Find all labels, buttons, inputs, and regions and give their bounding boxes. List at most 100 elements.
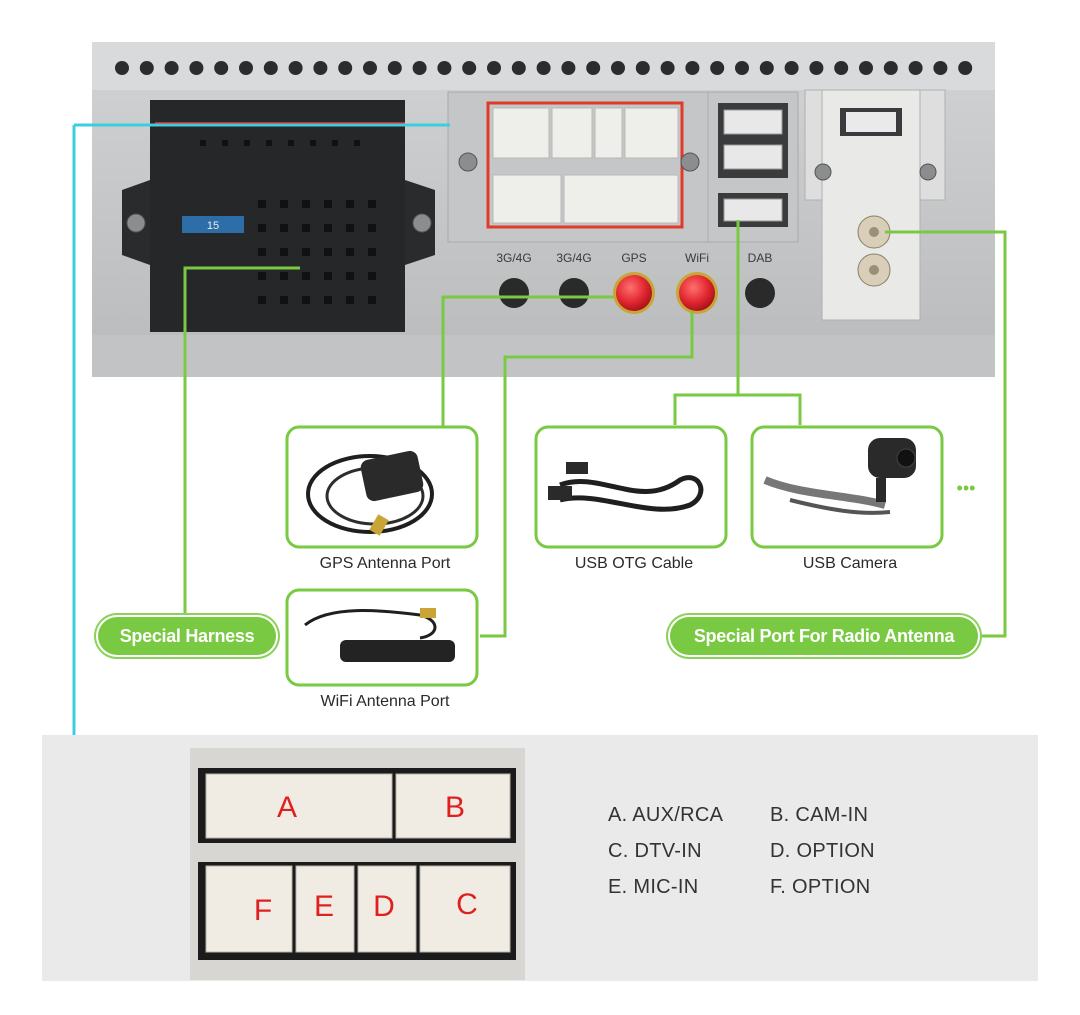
- vent-hole: [660, 61, 675, 75]
- legend-option-f: F. OPTION: [770, 876, 871, 898]
- harness-pin: [346, 200, 354, 208]
- harness-pin: [288, 140, 294, 146]
- vent-hole: [908, 61, 923, 75]
- harness-pin: [324, 224, 332, 232]
- vent-hole: [189, 61, 204, 75]
- harness-connector: 15: [122, 100, 435, 332]
- port-label-3g4g-2: 3G/4G: [556, 251, 591, 265]
- harness-pin: [200, 140, 206, 146]
- port-label-gps: GPS: [621, 251, 646, 265]
- vent-hole: [164, 61, 179, 75]
- connector-letter-b: B: [445, 791, 465, 824]
- usb-camera-caption: USB Camera: [802, 555, 898, 572]
- connector-letter-f: F: [254, 894, 272, 927]
- connector-letter-a: A: [277, 791, 297, 824]
- radio-antenna-block: [804, 89, 946, 321]
- connector-letter-d: D: [373, 890, 395, 923]
- harness-pin: [332, 140, 338, 146]
- vent-hole: [759, 61, 774, 75]
- radio-line: [885, 230, 1007, 638]
- usb-ports: [718, 103, 788, 227]
- screw-icon: [680, 152, 700, 172]
- vent-hole: [685, 61, 700, 75]
- vent-hole: [958, 61, 973, 75]
- vent-hole: [263, 61, 278, 75]
- harness-pin: [280, 272, 288, 280]
- wifi-port-cap: [679, 275, 715, 311]
- legend-cam-in: B. CAM-IN: [770, 804, 869, 826]
- harness-line-green: [183, 266, 300, 620]
- vent-hole: [239, 61, 253, 75]
- vent-hole: [809, 61, 824, 75]
- connector-letter-c: C: [456, 888, 478, 921]
- harness-pin: [310, 140, 316, 146]
- screw-icon: [412, 213, 432, 233]
- aux-connector-block: [458, 101, 700, 229]
- connector-photo: A B F E D C: [190, 748, 525, 980]
- screw-icon: [814, 163, 832, 181]
- port-label-dab: DAB: [748, 251, 773, 265]
- port-3g4g-2: [559, 278, 589, 308]
- port-3g4g-1: [499, 278, 529, 308]
- harness-pin: [280, 224, 288, 232]
- harness-pin: [302, 200, 310, 208]
- vent-hole: [139, 61, 154, 75]
- harness-pin: [368, 296, 376, 304]
- wifi-antenna-icon: [340, 640, 455, 662]
- vent-hole: [536, 61, 551, 75]
- vent-hole: [387, 61, 402, 75]
- harness-pin: [368, 200, 376, 208]
- vent-hole: [363, 61, 377, 75]
- harness-pin: [302, 272, 310, 280]
- vent-hole: [784, 61, 799, 75]
- port-dab: [745, 278, 775, 308]
- screw-icon: [126, 213, 146, 233]
- vent-hole: [313, 61, 328, 75]
- harness-pin: [346, 224, 354, 232]
- harness-pin: [280, 296, 288, 304]
- harness-pin: [258, 200, 266, 208]
- harness-pin: [280, 200, 288, 208]
- screw-icon: [919, 163, 937, 181]
- gps-antenna-box: [285, 425, 479, 549]
- harness-pin: [258, 272, 266, 280]
- more-accessories-ellipsis: •••: [957, 478, 976, 498]
- harness-pin: [302, 248, 310, 256]
- harness-pin: [368, 224, 376, 232]
- vent-hole: [561, 61, 576, 75]
- harness-pin: [280, 248, 288, 256]
- usb-otg-caption: USB OTG Cable: [574, 555, 694, 572]
- harness-pin: [302, 224, 310, 232]
- vent-hole: [511, 61, 526, 75]
- harness-pin: [258, 296, 266, 304]
- radio-antenna-callout: Special Port For Radio Antenna: [670, 617, 978, 655]
- harness-pin: [346, 248, 354, 256]
- harness-pin: [266, 140, 272, 146]
- vent-hole: [859, 61, 873, 75]
- fuse-label: 15: [207, 220, 219, 232]
- wifi-antenna-box: [285, 588, 479, 687]
- harness-pin: [324, 296, 332, 304]
- harness-pin: [346, 272, 354, 280]
- gps-antenna-caption: GPS Antenna Port: [319, 555, 451, 572]
- legend-mic-in: E. MIC-IN: [608, 876, 699, 898]
- harness-pin: [244, 140, 250, 146]
- port-label-wifi: WiFi: [685, 251, 709, 265]
- usb-line: [673, 220, 740, 425]
- gps-port-cap: [616, 275, 652, 311]
- screw-icon: [458, 152, 478, 172]
- vent-hole: [487, 61, 501, 75]
- fuse: [182, 216, 244, 233]
- gps-line: [441, 295, 614, 428]
- vent-hole: [635, 61, 650, 75]
- harness-pin: [324, 200, 332, 208]
- special-harness-callout: Special Harness: [98, 617, 276, 655]
- harness-pin: [346, 296, 354, 304]
- vent-hole: [586, 61, 601, 75]
- antenna-port-row: 3G/4G 3G/4G GPS WiFi DAB: [496, 251, 775, 314]
- harness-pin: [302, 296, 310, 304]
- port-label-3g4g-1: 3G/4G: [496, 251, 531, 265]
- vent-holes: [115, 61, 973, 75]
- vent-hole: [933, 61, 948, 75]
- usb-camera-box: [750, 425, 944, 549]
